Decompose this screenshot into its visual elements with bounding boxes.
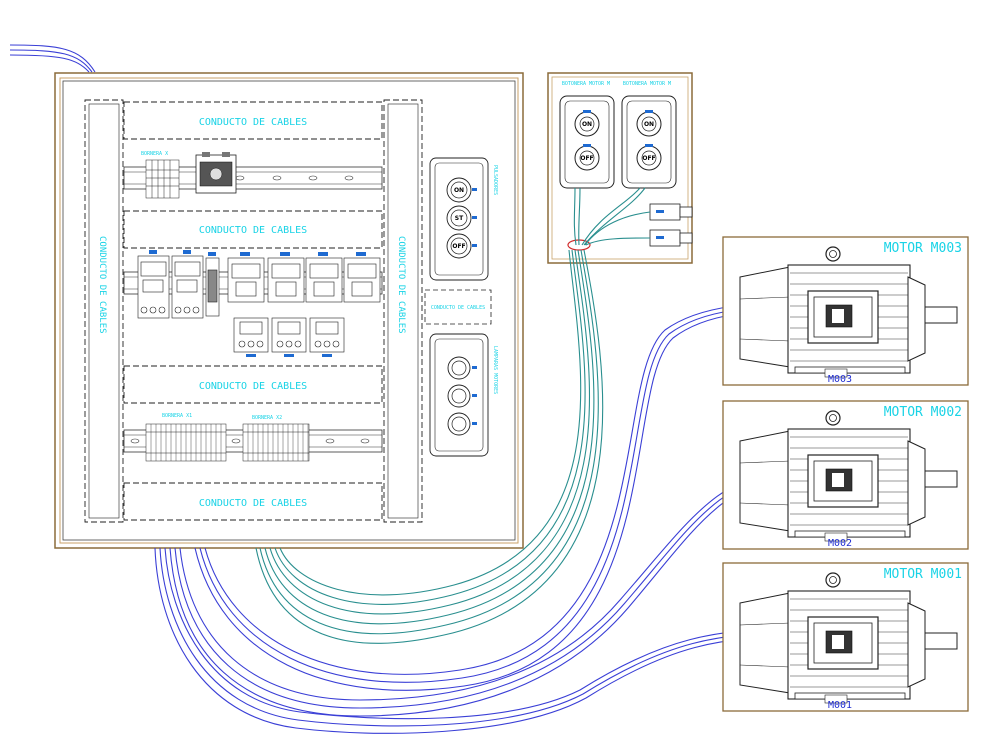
push-button-station-1: ON OFF	[559, 95, 615, 189]
svg-text:OFF: OFF	[580, 155, 593, 162]
indicator-lamp-3	[447, 412, 471, 436]
motor-title: MOTOR M001	[884, 567, 962, 582]
indicator-lamp-1	[447, 356, 471, 380]
panel-button-1[interactable]: ON	[446, 177, 472, 203]
svg-text:OFF: OFF	[642, 155, 655, 162]
cable-gland-1	[649, 203, 693, 221]
motor-tag: M001	[828, 700, 852, 711]
control-station-box: BOTONERA MOTOR M BOTONERA MOTOR M ON OFF	[547, 72, 693, 264]
lamp-panel-label: LAMPARAS MOTORES	[492, 346, 498, 394]
fuse-holder	[205, 252, 220, 317]
right-side-duct: CONDUCTO DE CABLES	[383, 99, 423, 523]
left-side-duct: CONDUCTO DE CABLES	[84, 99, 124, 523]
terminal-x2-label: BORNERA X2	[252, 415, 282, 421]
svg-text:ON: ON	[644, 121, 654, 128]
supply-cable	[9, 44, 96, 73]
svg-text:OFF: OFF	[452, 243, 465, 250]
main-breaker	[195, 152, 237, 194]
duct-4-label: CONDUCTO DE CABLES	[199, 498, 307, 509]
motor-tag: M002	[828, 538, 852, 549]
duct-2: CONDUCTO DE CABLES	[123, 210, 383, 249]
station-1-on-button[interactable]: ON	[574, 111, 600, 137]
motor-tag: M003	[828, 374, 852, 385]
duct-3: CONDUCTO DE CABLES	[123, 365, 383, 404]
duct-1-label: CONDUCTO DE CABLES	[199, 117, 307, 128]
lamp-panel: LAMPARAS MOTORES	[429, 333, 498, 457]
left-duct-label: CONDUCTO DE CABLES	[97, 236, 107, 334]
station-2-off-button[interactable]: OFF	[636, 145, 662, 171]
panel-button-3[interactable]: OFF	[446, 233, 472, 259]
button-panel: ON ST OFF PULSADORES	[429, 157, 498, 281]
duct-2-label: CONDUCTO DE CABLES	[199, 225, 307, 236]
button-panel-label: PULSADORES	[492, 165, 498, 195]
din-rail-2	[123, 250, 383, 357]
indicator-lamp-2	[447, 384, 471, 408]
panel-button-2[interactable]: ST	[446, 205, 472, 231]
duct-4: CONDUCTO DE CABLES	[123, 482, 383, 521]
control-cable-bundle	[255, 249, 604, 644]
station-1-label: BOTONERA MOTOR M	[562, 81, 610, 87]
terminal-x-label: BORNERA X	[141, 151, 168, 157]
din-rail-3: BORNERA X1 BORNERA X2	[123, 413, 383, 462]
breaker-1	[137, 250, 170, 319]
terminal-block-x	[145, 159, 180, 199]
svg-text:ST: ST	[455, 215, 464, 222]
right-duct-label: CONDUCTO DE CABLES	[396, 236, 406, 334]
motor-cable-m003	[194, 303, 801, 691]
svg-text:ON: ON	[582, 121, 592, 128]
duct-1: CONDUCTO DE CABLES	[123, 101, 383, 140]
station-internal-wiring	[573, 187, 651, 246]
din-rail-1: BORNERA X	[123, 151, 383, 199]
station-1-off-button[interactable]: OFF	[574, 145, 600, 171]
station-2-on-button[interactable]: ON	[636, 111, 662, 137]
motor-title: MOTOR M002	[884, 405, 962, 420]
duct-3-label: CONDUCTO DE CABLES	[199, 381, 307, 392]
door-duct-label: CONDUCTO DE CABLES	[431, 305, 485, 311]
door-duct: CONDUCTO DE CABLES	[424, 289, 492, 325]
push-button-station-2: ON OFF	[621, 95, 677, 189]
motor-cable-m002	[169, 469, 801, 717]
station-2-label: BOTONERA MOTOR M	[623, 81, 671, 87]
breaker-2	[171, 250, 204, 319]
motor-title: MOTOR M003	[884, 241, 962, 256]
motor-cable-m001	[154, 547, 801, 734]
contactor-group	[227, 252, 381, 303]
terminal-x1-label: BORNERA X1	[162, 413, 192, 419]
overload-relays	[233, 317, 345, 357]
svg-text:ON: ON	[454, 187, 464, 194]
